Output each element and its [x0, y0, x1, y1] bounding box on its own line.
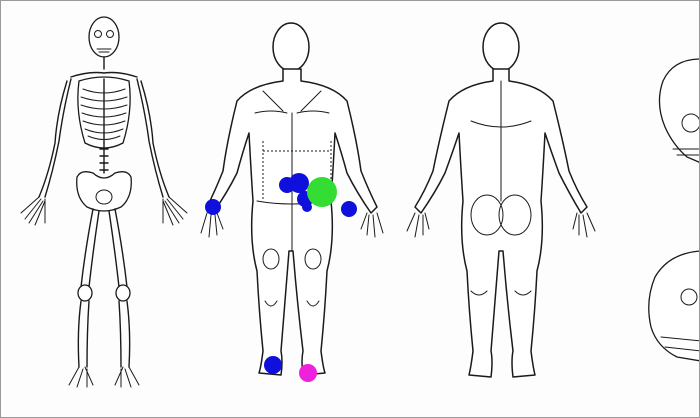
- skull-views-figure: [649, 59, 700, 361]
- marker-right-hand[interactable]: [205, 199, 221, 215]
- body-front-figure: [201, 23, 383, 375]
- marker-pelvis-cluster-4[interactable]: [302, 202, 312, 212]
- marker-right-foot[interactable]: [264, 356, 282, 374]
- marker-pelvis-cluster-2[interactable]: [289, 173, 309, 193]
- marker-left-hand[interactable]: [341, 201, 357, 217]
- marker-left-foot[interactable]: [299, 364, 317, 382]
- skeleton-front-figure: [21, 17, 187, 387]
- marker-groin-green[interactable]: [307, 177, 337, 207]
- body-back-figure: [407, 23, 595, 377]
